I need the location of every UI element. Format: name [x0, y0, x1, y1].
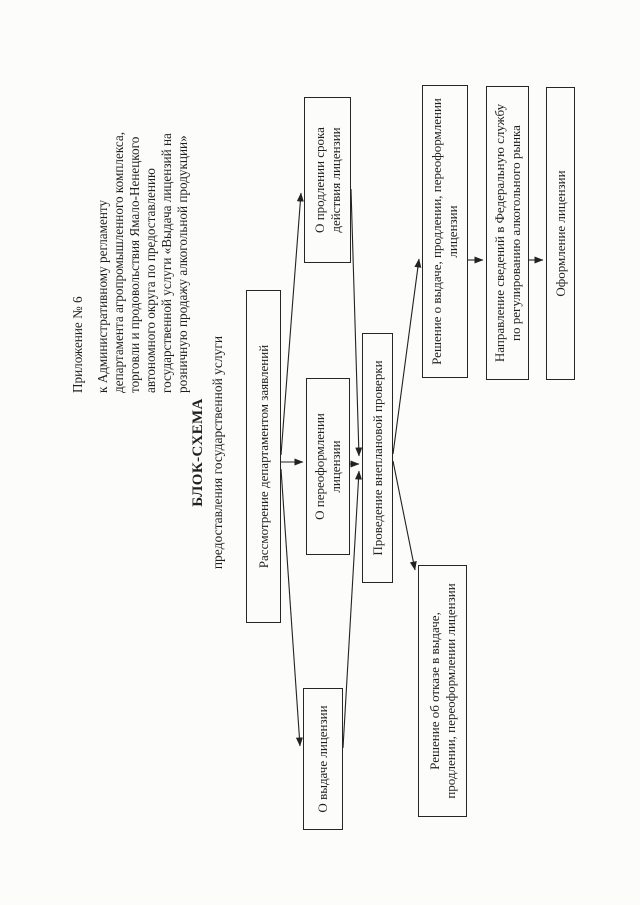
node-inspection: Проведение внеплановой проверки — [362, 333, 393, 583]
node-extend: О продлении срока действия лицензии — [304, 97, 351, 263]
node-approval: Решение о выдаче, продлении, переоформле… — [422, 85, 468, 378]
node-issue: О выдаче лицензии — [303, 688, 343, 830]
edge-issue-inspection — [342, 470, 363, 749]
edge-extend-inspection — [350, 188, 363, 457]
node-notification: Направление сведений в Федеральную служб… — [486, 86, 529, 380]
edge-review-extend — [280, 192, 304, 456]
node-reissue: О переоформлении лицензии — [306, 378, 350, 555]
edge-inspection-approval — [392, 258, 422, 455]
edge-inspection-refusal — [392, 460, 417, 571]
node-refusal: Решение об отказе в выдаче, продлении, п… — [418, 565, 467, 817]
node-review: Рассмотрение департаментом заявлений — [246, 290, 281, 623]
edge-review-issue — [280, 468, 303, 747]
node-formalization: Оформление лицензии — [546, 87, 575, 380]
